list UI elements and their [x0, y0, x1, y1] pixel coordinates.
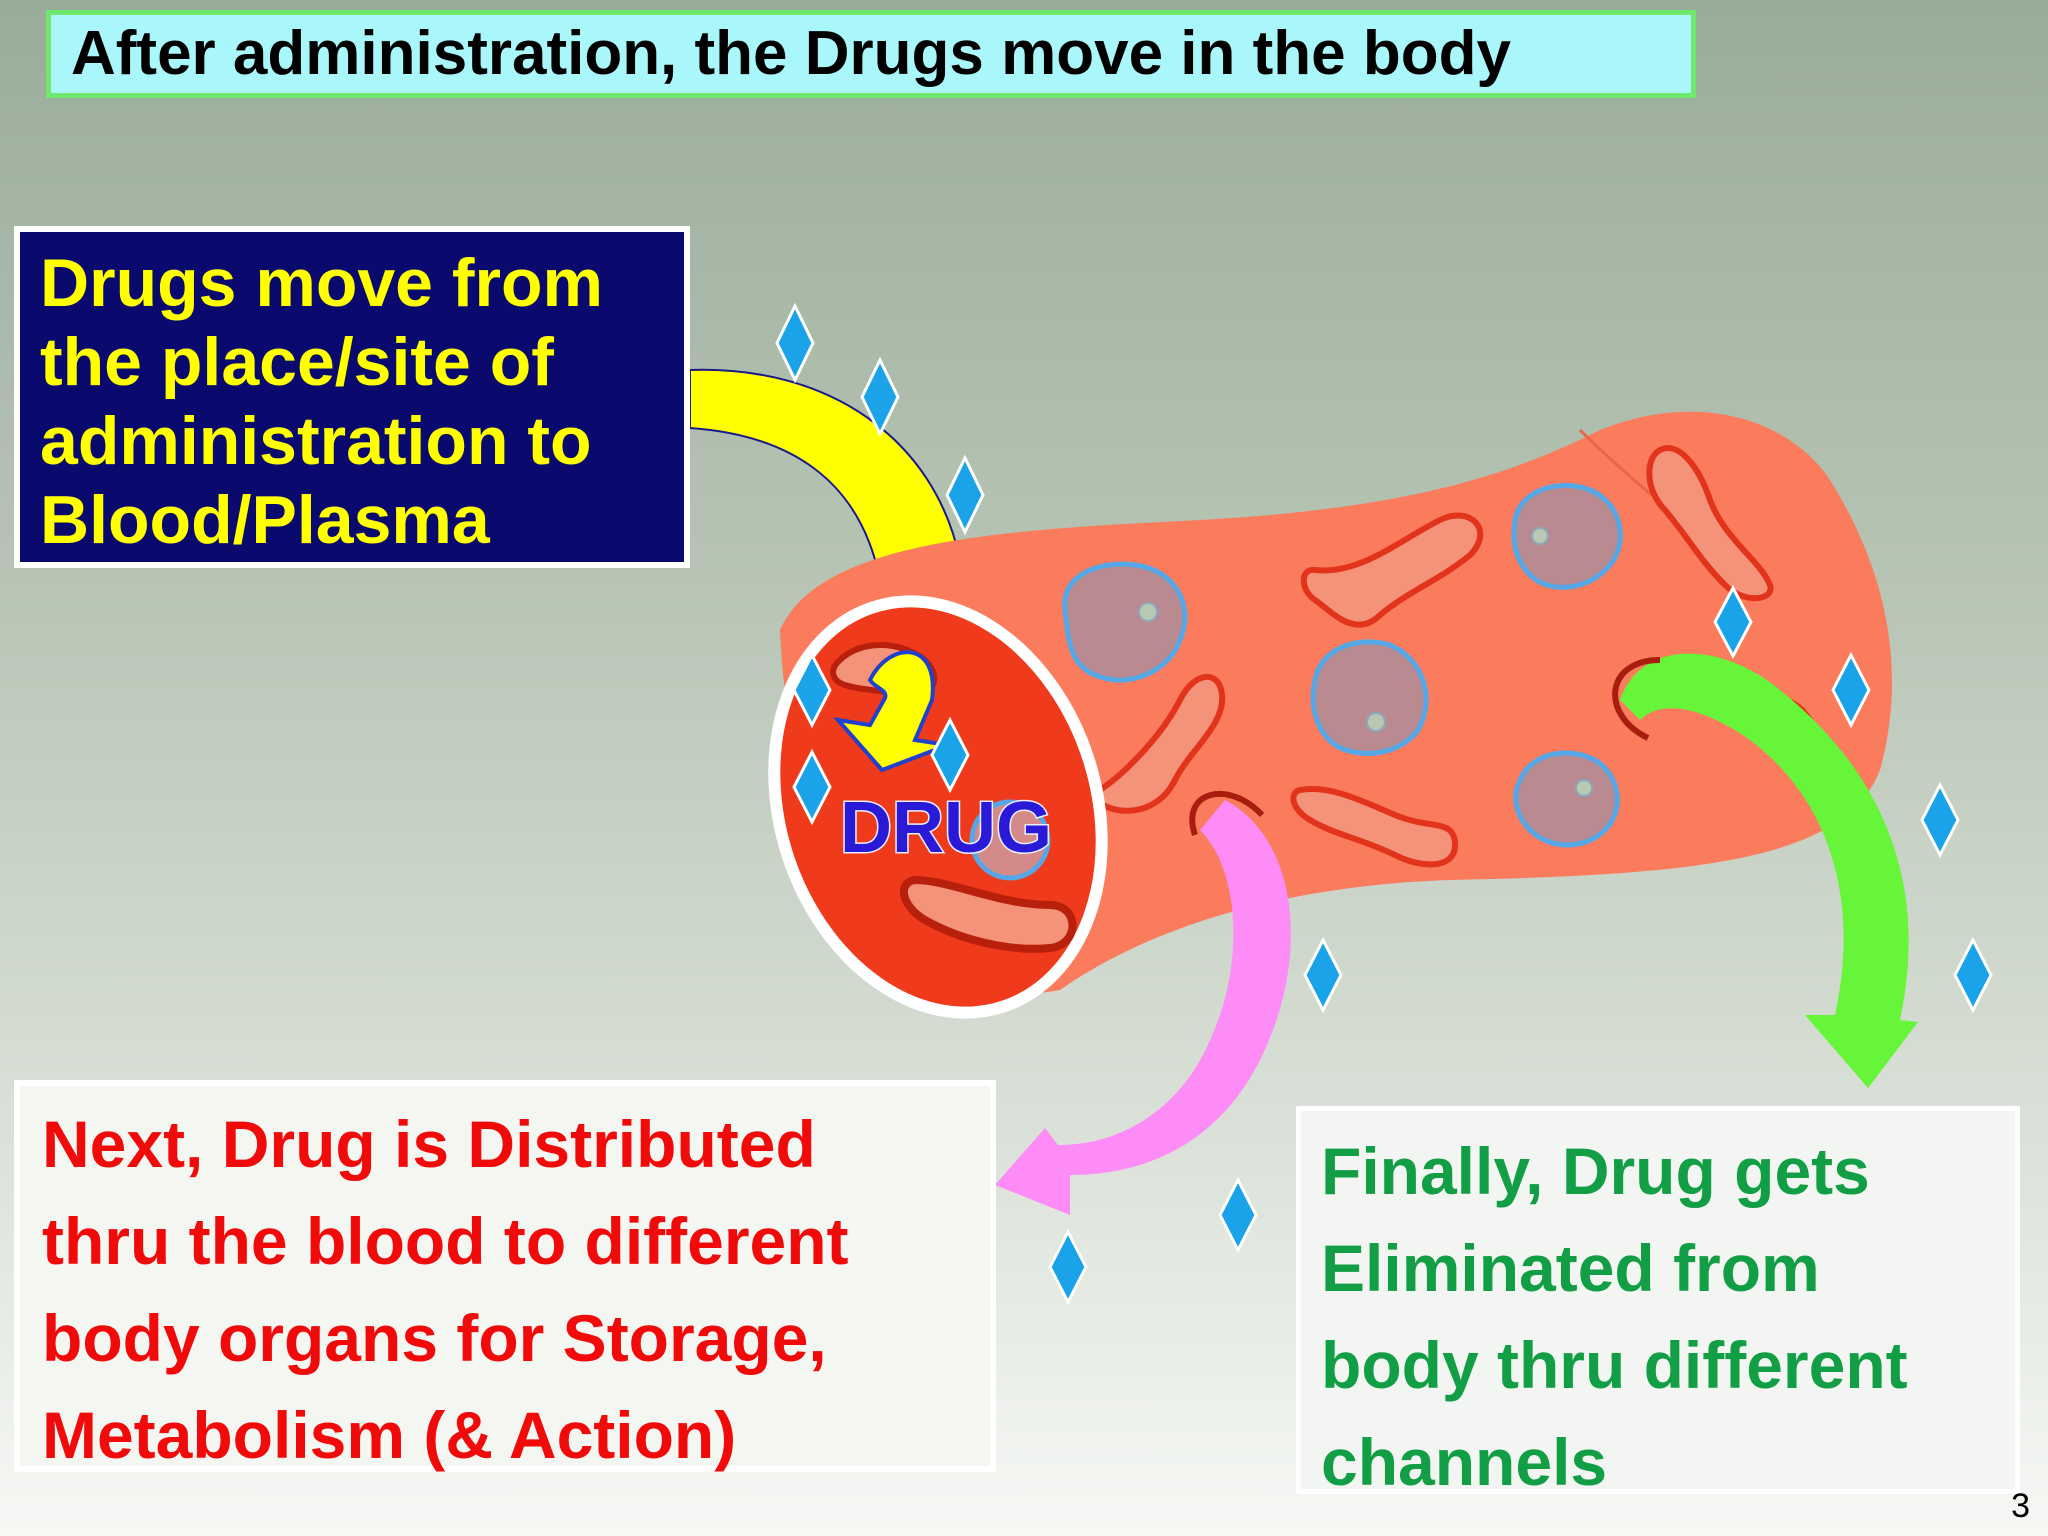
- cell-nucleus: [1366, 712, 1386, 732]
- drug-particle: [775, 302, 815, 384]
- drug-particle: [792, 748, 832, 826]
- elimination-line: Eliminated from: [1321, 1231, 1820, 1305]
- white-blood-cell: [1511, 482, 1623, 590]
- drug-particle: [1218, 1176, 1258, 1254]
- red-blood-cell: [1092, 673, 1226, 814]
- elimination-line: channels: [1321, 1425, 1608, 1499]
- red-blood-cell: [1290, 786, 1459, 868]
- cell-nucleus: [1138, 602, 1158, 622]
- administration-text-box: Drugs move from the place/site of admini…: [14, 226, 690, 568]
- drug-particle: [1953, 936, 1993, 1014]
- drug-particle: [1831, 651, 1871, 729]
- page-number: 3: [2011, 1487, 2030, 1525]
- drug-particle: [1303, 936, 1343, 1014]
- drug-label: DRUG: [840, 788, 1052, 868]
- drug-particle: [792, 651, 832, 729]
- distribution-line: Metabolism (& Action): [42, 1398, 737, 1472]
- elimination-text-box: Finally, Drug gets Eliminated from body …: [1296, 1106, 2020, 1499]
- white-blood-cell: [1062, 561, 1188, 683]
- drug-entry-arrow: [832, 650, 956, 773]
- distribution-line: body organs for Storage,: [42, 1301, 827, 1375]
- distribution-text-box: Next, Drug is Distributed thru the blood…: [14, 1080, 996, 1472]
- white-blood-cell: [1310, 639, 1429, 756]
- drug-particle: [945, 454, 985, 536]
- red-blood-cell: [1300, 512, 1484, 628]
- admin-line: Drugs move from: [40, 245, 603, 321]
- page-title: After administration, the Drugs move in …: [46, 10, 1696, 98]
- red-blood-cell: [899, 875, 1077, 953]
- cell-nucleus: [1531, 527, 1549, 545]
- vessel-hole: [1189, 791, 1265, 836]
- distribution-arrow: [995, 800, 1291, 1215]
- drug-particle: [1048, 1228, 1088, 1306]
- admin-line: the place/site of: [40, 324, 554, 400]
- vessel-hole: [1612, 657, 1661, 741]
- admin-line: administration to: [40, 403, 592, 479]
- red-blood-cell: [1646, 445, 1774, 602]
- elimination-line: Finally, Drug gets: [1321, 1134, 1870, 1208]
- drug-particle: [860, 356, 900, 438]
- white-blood-cell: [969, 799, 1051, 881]
- drug-particle: [930, 716, 970, 794]
- admin-line: Blood/Plasma: [40, 482, 490, 558]
- drug-particle: [1713, 584, 1753, 660]
- distribution-line: thru the blood to different: [42, 1204, 849, 1278]
- white-blood-cell: [1513, 750, 1620, 848]
- elimination-line: body thru different: [1321, 1328, 1908, 1402]
- distribution-line: Next, Drug is Distributed: [42, 1107, 816, 1181]
- drug-particle: [1920, 781, 1960, 859]
- cell-nucleus: [1575, 779, 1593, 797]
- elimination-arrow: [1620, 653, 1918, 1088]
